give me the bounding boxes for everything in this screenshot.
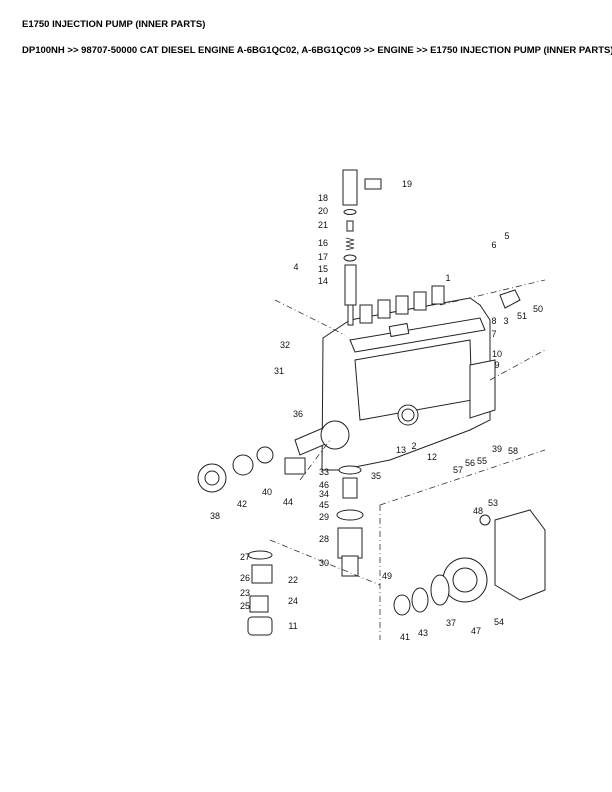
callout-58: 58 <box>508 446 518 456</box>
callout-13: 13 <box>396 445 406 455</box>
callout-31: 31 <box>274 366 284 376</box>
center-lines <box>269 279 546 640</box>
callout-35: 35 <box>371 471 381 481</box>
callout-49: 49 <box>382 571 392 581</box>
callout-50: 50 <box>533 304 543 314</box>
callout-56: 56 <box>465 458 475 468</box>
callout-43: 43 <box>418 628 428 638</box>
callout-38: 38 <box>210 511 220 521</box>
callout-39: 39 <box>492 444 502 454</box>
breadcrumb: DP100NH >> 98707-50000 CAT DIESEL ENGINE… <box>22 45 612 56</box>
callout-1: 1 <box>445 273 450 283</box>
callout-25: 25 <box>240 601 250 611</box>
callout-18: 18 <box>318 193 328 203</box>
callout-19: 19 <box>402 179 412 189</box>
callout-33: 33 <box>319 467 329 477</box>
callout-30: 30 <box>319 558 329 568</box>
delivery-valve-holders <box>359 285 445 324</box>
tappet-assembly <box>247 465 364 636</box>
callout-14: 14 <box>318 276 328 286</box>
callout-53: 53 <box>488 498 498 508</box>
drive-shaft-and-seals <box>197 420 350 493</box>
callout-22: 22 <box>288 575 298 585</box>
callout-7: 7 <box>491 329 496 339</box>
callout-51: 51 <box>517 311 527 321</box>
callout-17: 17 <box>318 252 328 262</box>
callout-57: 57 <box>453 465 463 475</box>
callout-37: 37 <box>446 618 456 628</box>
callout-23: 23 <box>240 588 250 598</box>
callout-41: 41 <box>400 632 410 642</box>
callout-48: 48 <box>473 506 483 516</box>
callout-15: 15 <box>318 264 328 274</box>
callout-45: 45 <box>319 500 329 510</box>
callout-20: 20 <box>318 206 328 216</box>
callout-40: 40 <box>262 487 272 497</box>
callout-44: 44 <box>283 497 293 507</box>
callout-3: 3 <box>503 316 508 326</box>
callout-4: 4 <box>293 262 298 272</box>
callout-11: 11 <box>288 621 297 631</box>
page-title: E1750 INJECTION PUMP (INNER PARTS) <box>22 19 206 30</box>
callout-28: 28 <box>319 534 329 544</box>
callout-55: 55 <box>477 456 487 466</box>
callout-29: 29 <box>319 512 329 522</box>
callout-16: 16 <box>318 238 328 248</box>
callout-42: 42 <box>237 499 247 509</box>
callout-47: 47 <box>471 626 481 636</box>
governor-cover-parts <box>393 289 546 616</box>
callout-24: 24 <box>288 596 298 606</box>
callout-36: 36 <box>293 409 303 419</box>
callout-26: 26 <box>240 573 250 583</box>
callout-27: 27 <box>240 552 250 562</box>
callout-6: 6 <box>491 240 496 250</box>
callout-21: 21 <box>318 220 328 230</box>
callout-34: 34 <box>319 489 329 499</box>
callout-10: 10 <box>492 349 502 359</box>
plunger-stack <box>342 169 382 326</box>
callout-5: 5 <box>504 231 509 241</box>
pump-body <box>321 297 496 471</box>
callout-8: 8 <box>491 316 496 326</box>
callout-32: 32 <box>280 340 290 350</box>
callout-2: 2 <box>411 441 416 451</box>
callout-9: 9 <box>494 360 499 370</box>
callout-54: 54 <box>494 617 504 627</box>
callout-46: 46 <box>319 480 329 490</box>
callout-12: 12 <box>427 452 437 462</box>
